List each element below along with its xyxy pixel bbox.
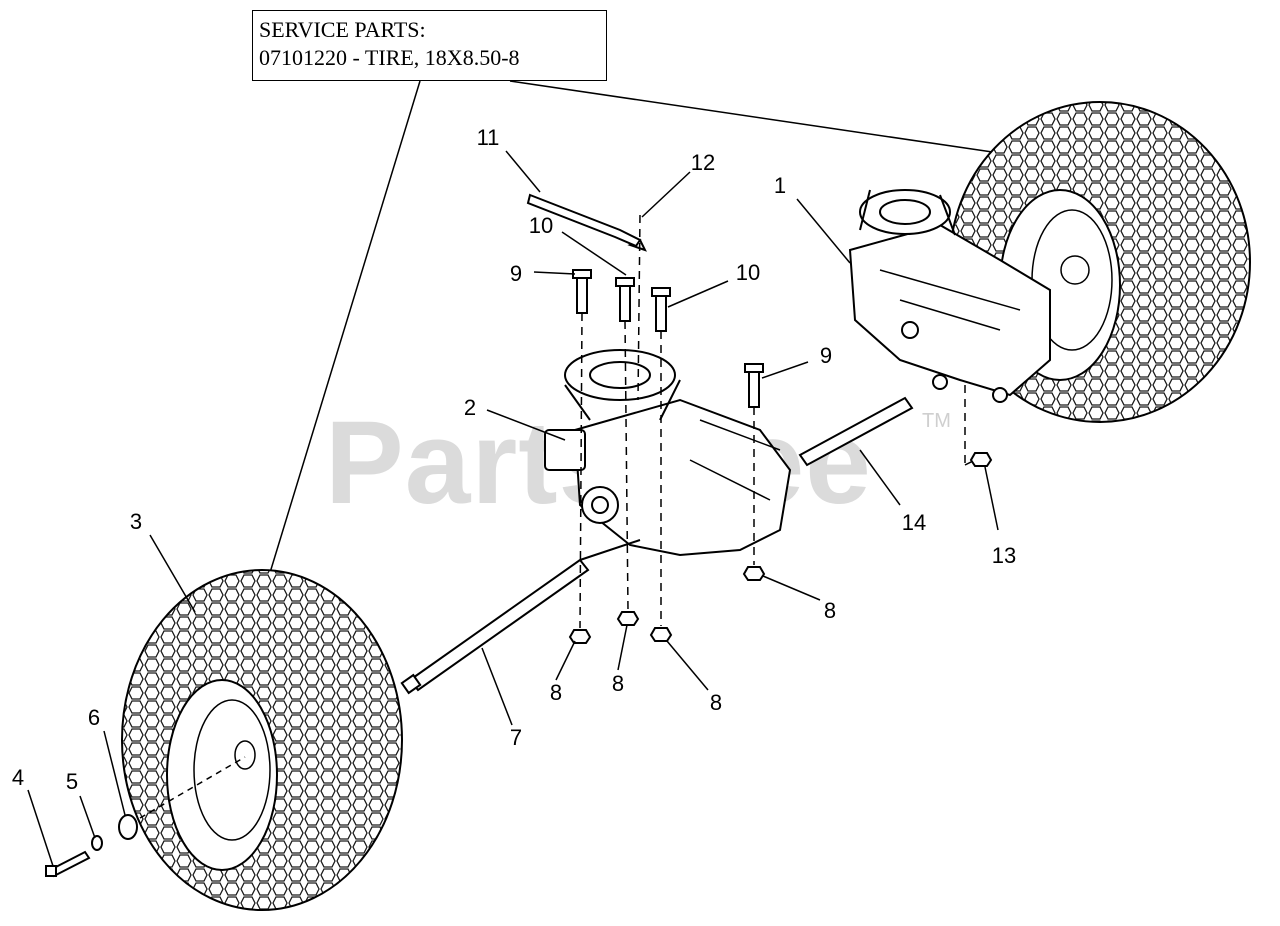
callout-10-b: 10 bbox=[735, 260, 761, 285]
callout-3: 3 bbox=[129, 509, 143, 534]
axle-shafts bbox=[400, 396, 914, 695]
hub-hardware bbox=[45, 756, 246, 878]
callout-leaders bbox=[27, 150, 999, 867]
callout-9-a: 9 bbox=[509, 261, 523, 286]
service-parts-box: SERVICE PARTS: 07101220 - TIRE, 18X8.50-… bbox=[252, 10, 607, 81]
callout-14: 14 bbox=[901, 510, 927, 535]
callout-1: 1 bbox=[773, 173, 787, 198]
callout-8-d: 8 bbox=[823, 598, 837, 623]
callout-8-b: 8 bbox=[611, 671, 625, 696]
callout-9-b: 9 bbox=[819, 343, 833, 368]
service-parts-tire: 07101220 - TIRE, 18X8.50-8 bbox=[259, 45, 520, 70]
callout-5: 5 bbox=[65, 769, 79, 794]
callout-8-a: 8 bbox=[549, 680, 563, 705]
right-transmission bbox=[848, 189, 1051, 403]
callout-8-c: 8 bbox=[709, 690, 723, 715]
dashed-guides bbox=[579, 214, 976, 629]
callout-4: 4 bbox=[11, 765, 25, 790]
callout-2: 2 bbox=[463, 395, 477, 420]
callout-12: 12 bbox=[690, 150, 716, 175]
fasteners bbox=[526, 193, 993, 644]
left-tire bbox=[121, 569, 403, 911]
callout-13: 13 bbox=[991, 543, 1017, 568]
watermark-tm: TM bbox=[922, 410, 951, 432]
service-leader-lines bbox=[257, 80, 1061, 613]
left-transmission bbox=[544, 349, 792, 557]
callout-7: 7 bbox=[509, 725, 523, 750]
callout-10-a: 10 bbox=[528, 213, 554, 238]
callout-6: 6 bbox=[87, 705, 101, 730]
callout-11: 11 bbox=[476, 125, 500, 150]
service-parts-heading: SERVICE PARTS: bbox=[259, 17, 426, 42]
